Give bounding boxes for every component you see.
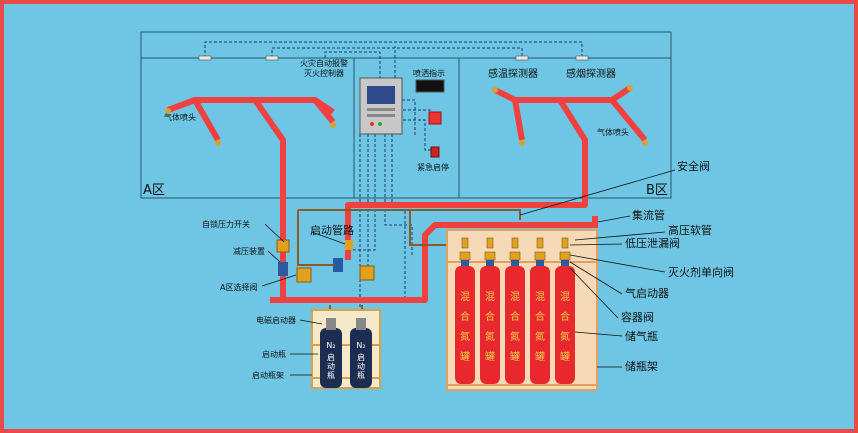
storage-cylinder-char: 罐 bbox=[535, 350, 545, 363]
container-valve-label: 容器阀 bbox=[621, 310, 654, 324]
solenoid-starter-label: 电磁启动器 bbox=[256, 315, 296, 325]
high-pressure-hose-label: 高压软管 bbox=[668, 223, 712, 237]
gas-starters bbox=[461, 260, 569, 266]
zone-a-label: A区 bbox=[143, 183, 165, 198]
storage-cylinder-char: 氮 bbox=[560, 330, 570, 343]
emergency-stop-button[interactable] bbox=[430, 146, 440, 158]
safety-valve-label: 安全阀 bbox=[677, 159, 710, 173]
ceiling-detectors bbox=[198, 55, 589, 61]
n2-label-2: N₂ bbox=[356, 341, 365, 350]
n2-cylinder-char: 启 bbox=[357, 352, 365, 362]
start-cylinder-rack-label: 启动瓶架 bbox=[252, 370, 284, 380]
temp-detector-label: 感温探测器 bbox=[488, 67, 538, 80]
n2-cylinder-char: 启 bbox=[327, 352, 335, 362]
storage-cylinders[interactable] bbox=[455, 266, 575, 384]
storage-cylinder-char: 合 bbox=[560, 310, 570, 323]
n2-label-1: N₂ bbox=[326, 341, 335, 350]
fire-alarm-controller[interactable] bbox=[359, 77, 403, 135]
smoke-detector-label: 感烟探测器 bbox=[566, 67, 616, 80]
zone-a-selector-label: A区选择阀 bbox=[220, 282, 257, 292]
zone-b-pipes[interactable] bbox=[345, 85, 648, 260]
spray-indicator-label: 喷洒指示 bbox=[413, 68, 445, 78]
manifold-pipe[interactable] bbox=[440, 222, 598, 228]
zone-a-nozzles bbox=[165, 108, 336, 146]
self-lock-switch-label: 自锁压力开关 bbox=[202, 219, 250, 229]
start-pipeline-label: 启动管路 bbox=[310, 223, 354, 237]
low-pressure-leak-valve-label: 低压泄漏阀 bbox=[625, 236, 680, 250]
leader-lines-right bbox=[519, 169, 676, 368]
alarm-siren-icon bbox=[428, 111, 442, 125]
storage-cylinder-char: 混 bbox=[510, 291, 520, 303]
zone-b-nozzles bbox=[492, 85, 648, 146]
storage-cylinder-label: 储气瓶 bbox=[625, 329, 658, 343]
storage-cylinder-char: 合 bbox=[485, 310, 495, 323]
zone-b-nozzle-label: 气体喷头 bbox=[597, 127, 629, 137]
start-cylinder-label: 启动瓶 bbox=[262, 349, 286, 359]
storage-cylinder-char: 合 bbox=[460, 310, 470, 323]
storage-cylinder-char: 罐 bbox=[485, 350, 495, 363]
manifold-label: 集流管 bbox=[632, 208, 665, 222]
storage-cylinder-char: 混 bbox=[485, 291, 495, 303]
leader-lines-left bbox=[261, 223, 346, 376]
storage-cylinder-char: 氮 bbox=[460, 330, 470, 343]
storage-rack-label: 储瓶架 bbox=[625, 359, 658, 373]
storage-cylinder-char: 合 bbox=[535, 310, 545, 323]
agent-check-valve-label: 灭火剂单向阀 bbox=[668, 265, 734, 279]
storage-cylinder-char: 氮 bbox=[485, 330, 495, 343]
storage-cylinder-char: 氮 bbox=[510, 330, 520, 343]
storage-cylinder-char: 合 bbox=[510, 310, 520, 323]
gas-starter-label: 气启动器 bbox=[625, 286, 669, 300]
controller-label-line2: 灭火控制器 bbox=[304, 68, 344, 78]
storage-cylinder-char: 混 bbox=[535, 291, 545, 303]
selector-valves[interactable] bbox=[276, 239, 375, 283]
storage-cylinder-char: 氮 bbox=[535, 330, 545, 343]
pressure-reducer-label: 减压装置 bbox=[233, 246, 265, 256]
controller-label-line1: 火灾自动报警 bbox=[300, 58, 348, 68]
storage-cylinder-char: 罐 bbox=[460, 350, 470, 363]
n2-cylinder-char: 动 bbox=[357, 361, 365, 371]
spray-indicator-light bbox=[415, 79, 445, 93]
n2-cylinder-char: 瓶 bbox=[357, 370, 365, 380]
storage-cylinder-char: 混 bbox=[560, 291, 570, 303]
n2-cylinder-char: 动 bbox=[327, 361, 335, 371]
storage-cylinder-char: 罐 bbox=[510, 350, 520, 363]
zone-b-label: B区 bbox=[646, 183, 668, 198]
zone-a-nozzle-label: 气体喷头 bbox=[164, 112, 196, 122]
n2-start-cylinders[interactable] bbox=[320, 318, 372, 388]
storage-cylinder-char: 罐 bbox=[560, 350, 570, 363]
emergency-stop-label: 紧急启停 bbox=[417, 162, 449, 172]
n2-cylinder-char: 瓶 bbox=[327, 370, 335, 380]
storage-cylinder-char: 混 bbox=[460, 291, 470, 303]
